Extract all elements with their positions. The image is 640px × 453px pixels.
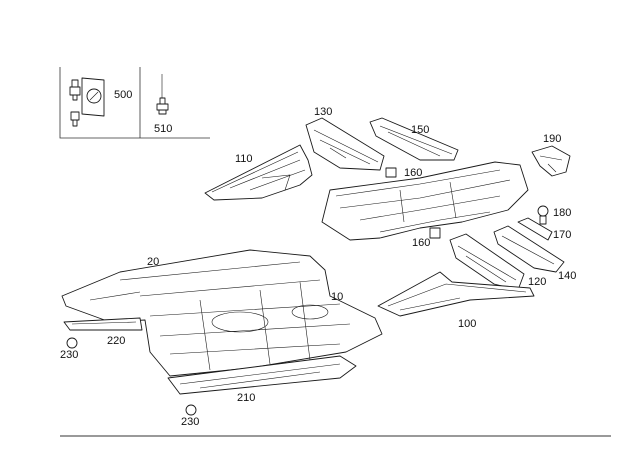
part-clip-160b	[429, 227, 441, 239]
callout-130: 130	[314, 106, 332, 118]
callout-100: 100	[458, 318, 476, 330]
callout-230-left: 230	[60, 349, 78, 361]
part-rail-100	[377, 271, 535, 317]
callout-160-lower: 160	[412, 237, 430, 249]
part-nut-230a	[66, 337, 78, 349]
callout-170: 170	[553, 229, 571, 241]
callout-210: 210	[237, 392, 255, 404]
part-nut-230b	[185, 404, 197, 416]
part-cross-member	[204, 144, 313, 201]
part-rail-170	[517, 217, 553, 241]
part-bolt-180	[537, 205, 549, 225]
part-bracket-190	[531, 145, 571, 177]
part-rail-210	[167, 355, 357, 395]
part-rail-220	[63, 317, 143, 331]
callout-110: 110	[235, 153, 253, 165]
callout-510: 510	[154, 123, 172, 135]
part-clip-160a	[385, 167, 397, 178]
fastener-inset	[59, 67, 210, 139]
callout-220: 220	[107, 335, 125, 347]
part-rear-floor	[321, 161, 529, 241]
callout-20: 20	[147, 256, 159, 268]
callout-10: 10	[331, 291, 343, 303]
callout-500: 500	[114, 89, 132, 101]
callout-150: 150	[411, 124, 429, 136]
callout-180: 180	[553, 207, 571, 219]
callout-230-bottom: 230	[181, 416, 199, 428]
callout-190: 190	[543, 133, 561, 145]
part-rail-150	[369, 117, 459, 161]
bolt-icon	[69, 79, 81, 127]
part-bracket-130	[305, 117, 385, 171]
wrench-icon	[81, 77, 105, 117]
part-longitudinal-140	[493, 225, 565, 273]
callout-140: 140	[558, 270, 576, 282]
callout-120: 120	[528, 276, 546, 288]
callout-160-upper: 160	[404, 167, 422, 179]
long-bolt-icon	[156, 74, 169, 115]
